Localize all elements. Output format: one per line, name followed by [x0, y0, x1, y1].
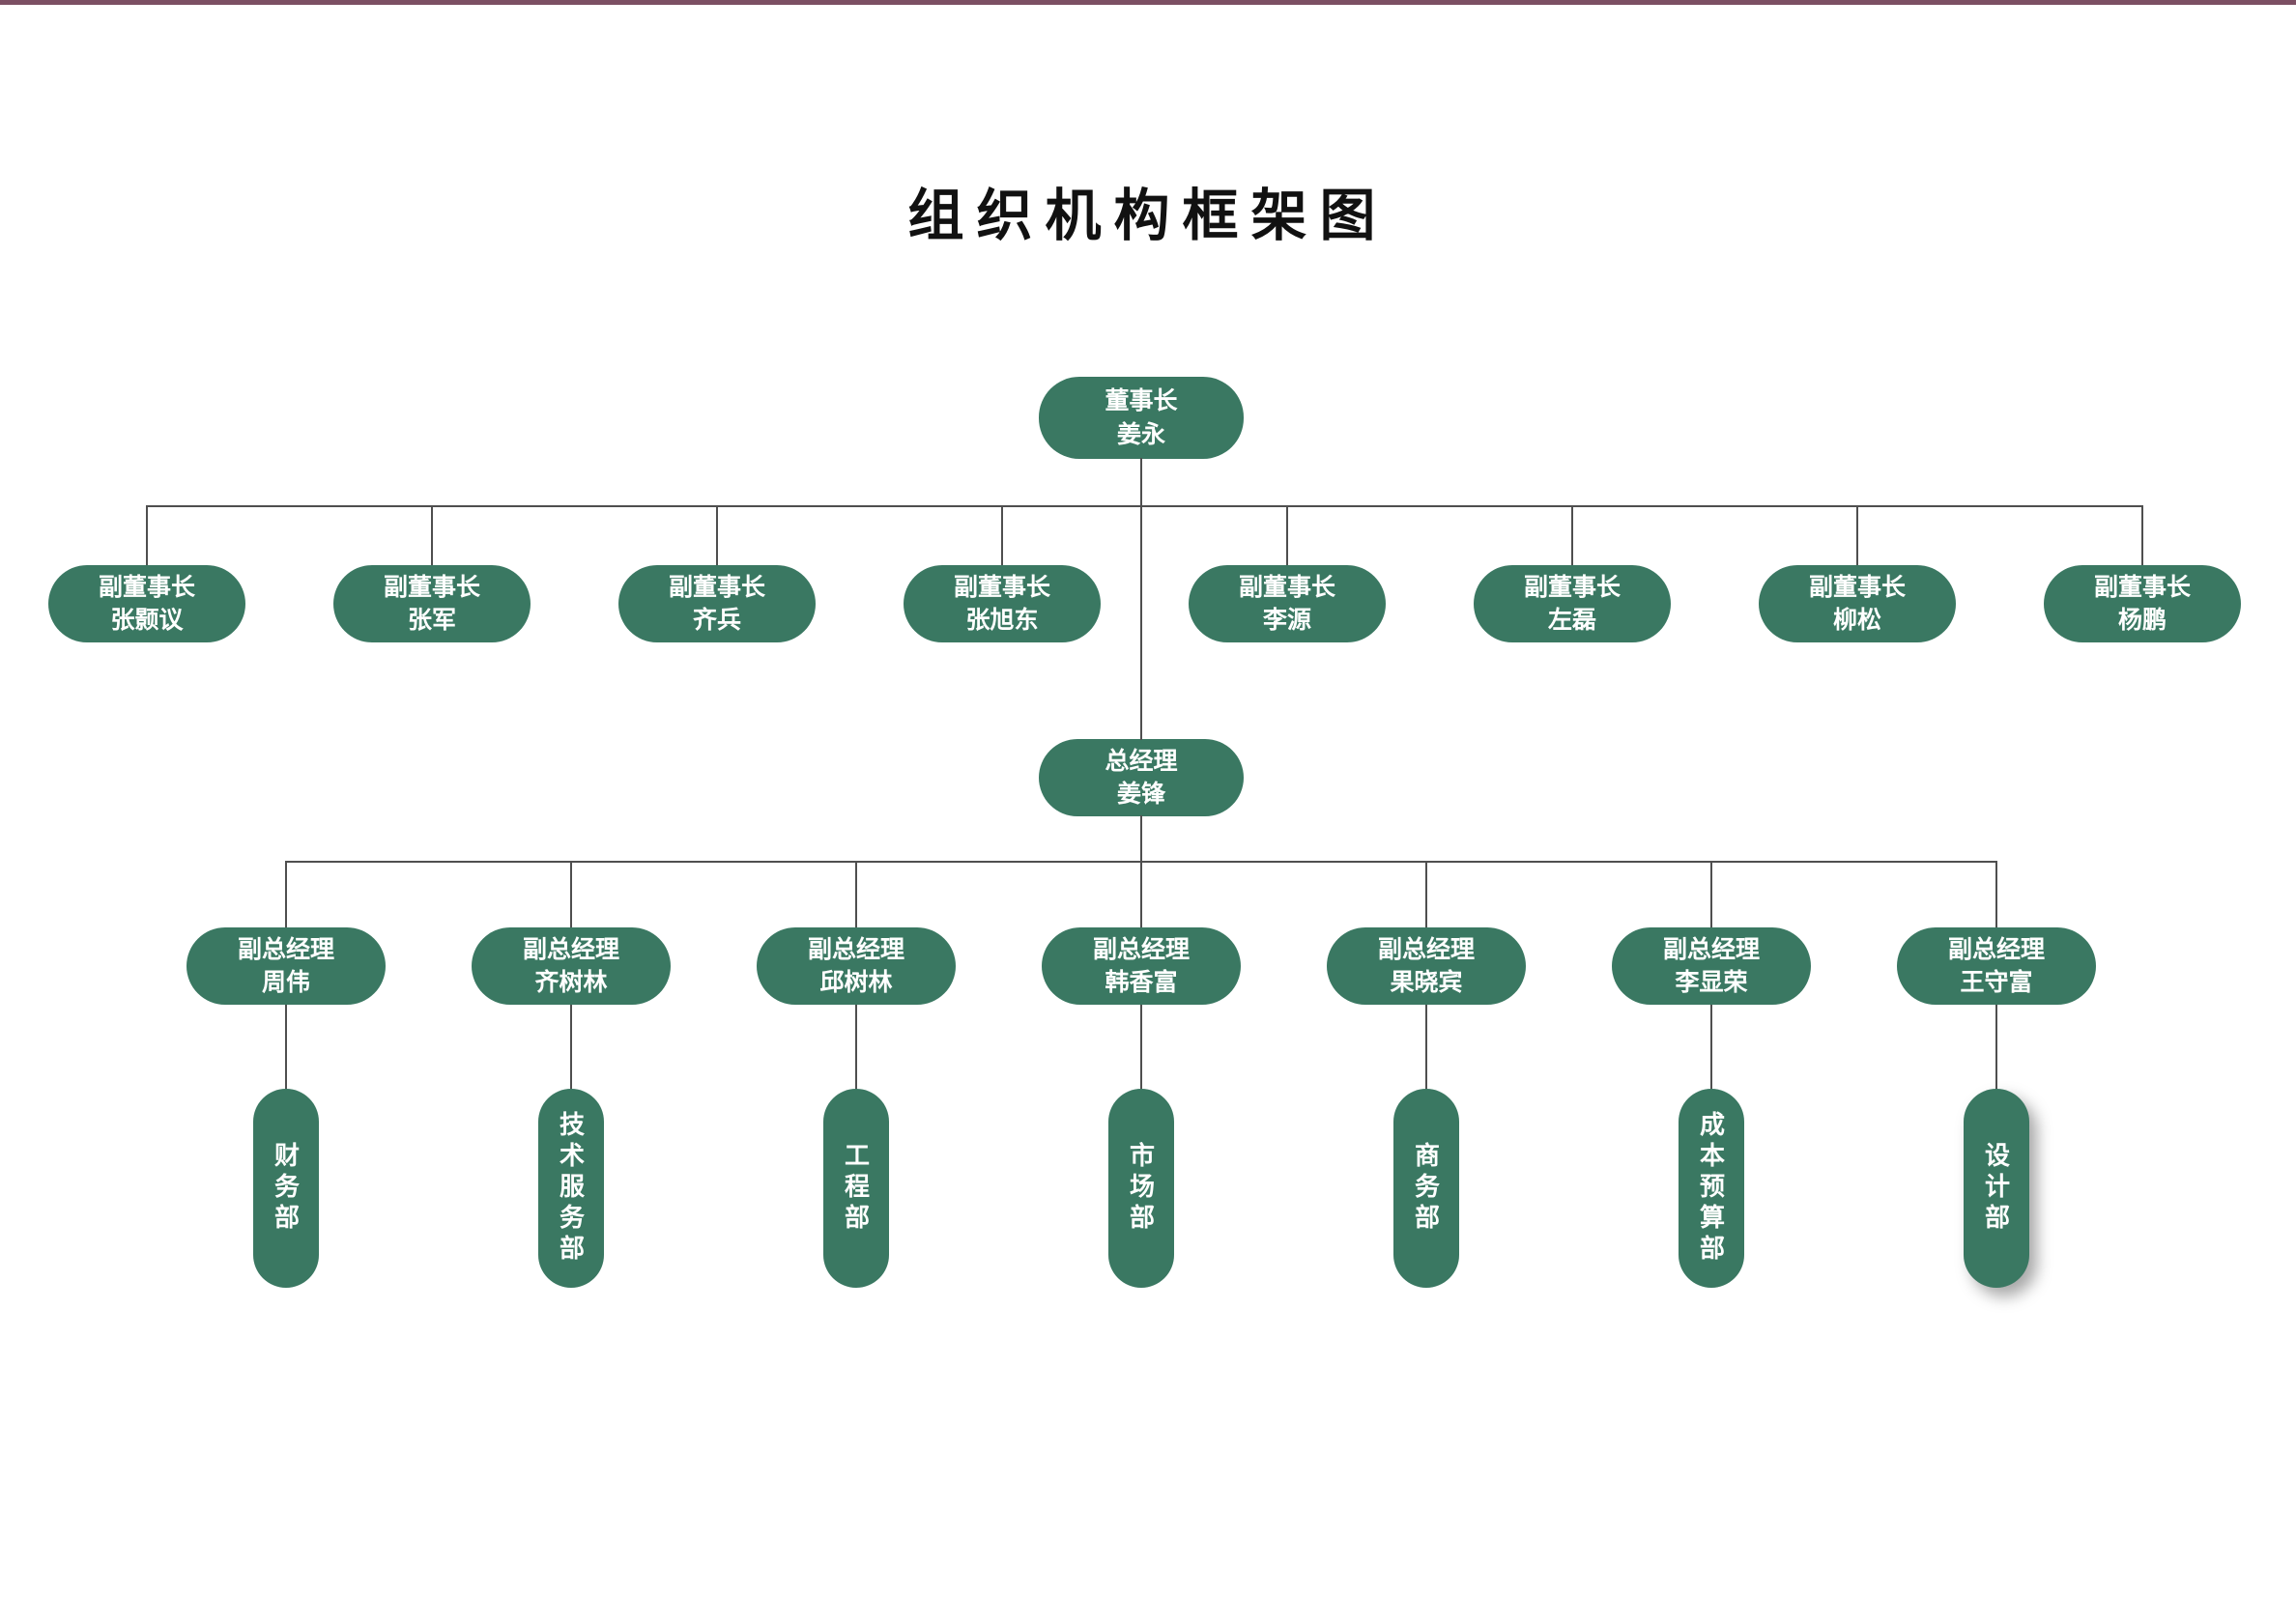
connector-trunk-chairman-gm	[1140, 458, 1142, 740]
node-title: 副总经理	[1092, 935, 1190, 963]
org-node-vice-chairman[interactable]: 副董事长左磊	[1474, 565, 1671, 642]
connector-row4-drop	[570, 861, 572, 928]
connector-row2-drop	[146, 505, 148, 566]
connector-row2-drop	[2141, 505, 2143, 566]
org-node-deputy-general-manager[interactable]: 副总经理邱树林	[757, 927, 956, 1005]
org-node-vice-chairman[interactable]: 副董事长张颢议	[48, 565, 245, 642]
department-label: 市场部	[1126, 1142, 1156, 1235]
connector-dept-drop	[1995, 1004, 1997, 1091]
connector-dept-drop	[855, 1004, 857, 1091]
node-title: 总经理	[1105, 747, 1178, 775]
node-name: 张军	[407, 607, 456, 634]
node-name: 姜永	[1116, 420, 1165, 448]
node-title: 副董事长	[1238, 573, 1335, 601]
node-title: 副董事长	[98, 573, 195, 601]
node-title: 副董事长	[1523, 573, 1621, 601]
org-node-department[interactable]: 技术服务部	[538, 1089, 604, 1288]
org-node-vice-chairman[interactable]: 副董事长齐兵	[618, 565, 816, 642]
node-title: 副总经理	[1947, 935, 2045, 963]
org-node-vice-chairman[interactable]: 副董事长张旭东	[904, 565, 1101, 642]
node-title: 副总经理	[807, 935, 904, 963]
connector-row4-drop	[285, 861, 287, 928]
node-title: 副总经理	[522, 935, 619, 963]
connector-dept-drop	[285, 1004, 287, 1091]
node-name: 李显荣	[1675, 969, 1748, 996]
page-title: 组织机构框架图	[907, 185, 1389, 247]
node-name: 王守富	[1960, 969, 2033, 996]
connector-row2-drop	[1856, 505, 1858, 566]
connector-row4-drop	[1710, 861, 1712, 928]
connector-dept-drop	[1710, 1004, 1712, 1091]
node-title: 董事长	[1105, 387, 1178, 414]
department-label: 设计部	[1981, 1142, 2011, 1235]
connector-row4-drop	[1425, 861, 1427, 928]
connector-dept-drop	[1425, 1004, 1427, 1091]
node-name: 姜锋	[1116, 781, 1165, 808]
node-name: 果晓宾	[1390, 969, 1463, 996]
node-name: 张颢议	[110, 607, 184, 634]
department-label: 工程部	[841, 1142, 871, 1235]
org-node-department[interactable]: 成本预算部	[1679, 1089, 1744, 1288]
org-node-deputy-general-manager[interactable]: 副总经理周伟	[187, 927, 386, 1005]
node-name: 韩香富	[1105, 969, 1178, 996]
node-title: 副董事长	[383, 573, 480, 601]
org-node-deputy-general-manager[interactable]: 副总经理果晓宾	[1327, 927, 1526, 1005]
node-name: 邱树林	[819, 969, 893, 996]
connector-row4-drop	[1995, 861, 1997, 928]
node-name: 张旭东	[965, 607, 1039, 634]
connector-row2-drop	[1286, 505, 1288, 566]
node-name: 杨鹏	[2117, 607, 2167, 634]
connector-row2-drop	[431, 505, 433, 566]
connector-dept-drop	[570, 1004, 572, 1091]
org-node-department[interactable]: 设计部	[1964, 1089, 2029, 1288]
org-node-vice-chairman[interactable]: 副董事长杨鹏	[2044, 565, 2241, 642]
connector-row2-drop	[1571, 505, 1573, 566]
node-name: 柳松	[1832, 607, 1881, 634]
connector-trunk-gm-row4	[1140, 815, 1142, 863]
org-node-department[interactable]: 市场部	[1108, 1089, 1174, 1288]
connector-row2-hline	[147, 505, 2142, 507]
org-node-department[interactable]: 工程部	[823, 1089, 889, 1288]
org-node-general-manager[interactable]: 总经理 姜锋	[1039, 739, 1244, 816]
node-title: 副总经理	[237, 935, 334, 963]
org-node-vice-chairman[interactable]: 副董事长李源	[1189, 565, 1386, 642]
org-node-department[interactable]: 商务部	[1393, 1089, 1459, 1288]
org-node-deputy-general-manager[interactable]: 副总经理韩香富	[1042, 927, 1241, 1005]
org-node-vice-chairman[interactable]: 副董事长柳松	[1759, 565, 1956, 642]
node-title: 副董事长	[2093, 573, 2191, 601]
node-title: 副董事长	[668, 573, 765, 601]
connector-dept-drop	[1140, 1004, 1142, 1091]
org-node-deputy-general-manager[interactable]: 副总经理李显荣	[1612, 927, 1811, 1005]
connector-row2-drop	[1001, 505, 1003, 566]
node-name: 周伟	[261, 969, 310, 996]
node-title: 副总经理	[1662, 935, 1760, 963]
node-name: 左磊	[1547, 607, 1596, 634]
org-node-deputy-general-manager[interactable]: 副总经理齐树林	[472, 927, 671, 1005]
node-title: 副董事长	[953, 573, 1050, 601]
department-label: 财务部	[271, 1142, 301, 1235]
connector-row4-drop	[1140, 861, 1142, 928]
department-label: 成本预算部	[1696, 1111, 1726, 1266]
node-title: 副总经理	[1377, 935, 1475, 963]
org-node-deputy-general-manager[interactable]: 副总经理王守富	[1897, 927, 2096, 1005]
node-name: 李源	[1262, 607, 1311, 634]
org-node-department[interactable]: 财务部	[253, 1089, 319, 1288]
department-label: 技术服务部	[556, 1111, 586, 1266]
org-node-vice-chairman[interactable]: 副董事长张军	[333, 565, 531, 642]
connector-row4-drop	[855, 861, 857, 928]
node-name: 齐兵	[692, 607, 741, 634]
department-label: 商务部	[1411, 1142, 1441, 1235]
node-title: 副董事长	[1808, 573, 1906, 601]
org-node-chairman[interactable]: 董事长 姜永	[1039, 377, 1244, 459]
connector-row2-drop	[716, 505, 718, 566]
window-top-border	[0, 0, 2296, 5]
node-name: 齐树林	[534, 969, 608, 996]
